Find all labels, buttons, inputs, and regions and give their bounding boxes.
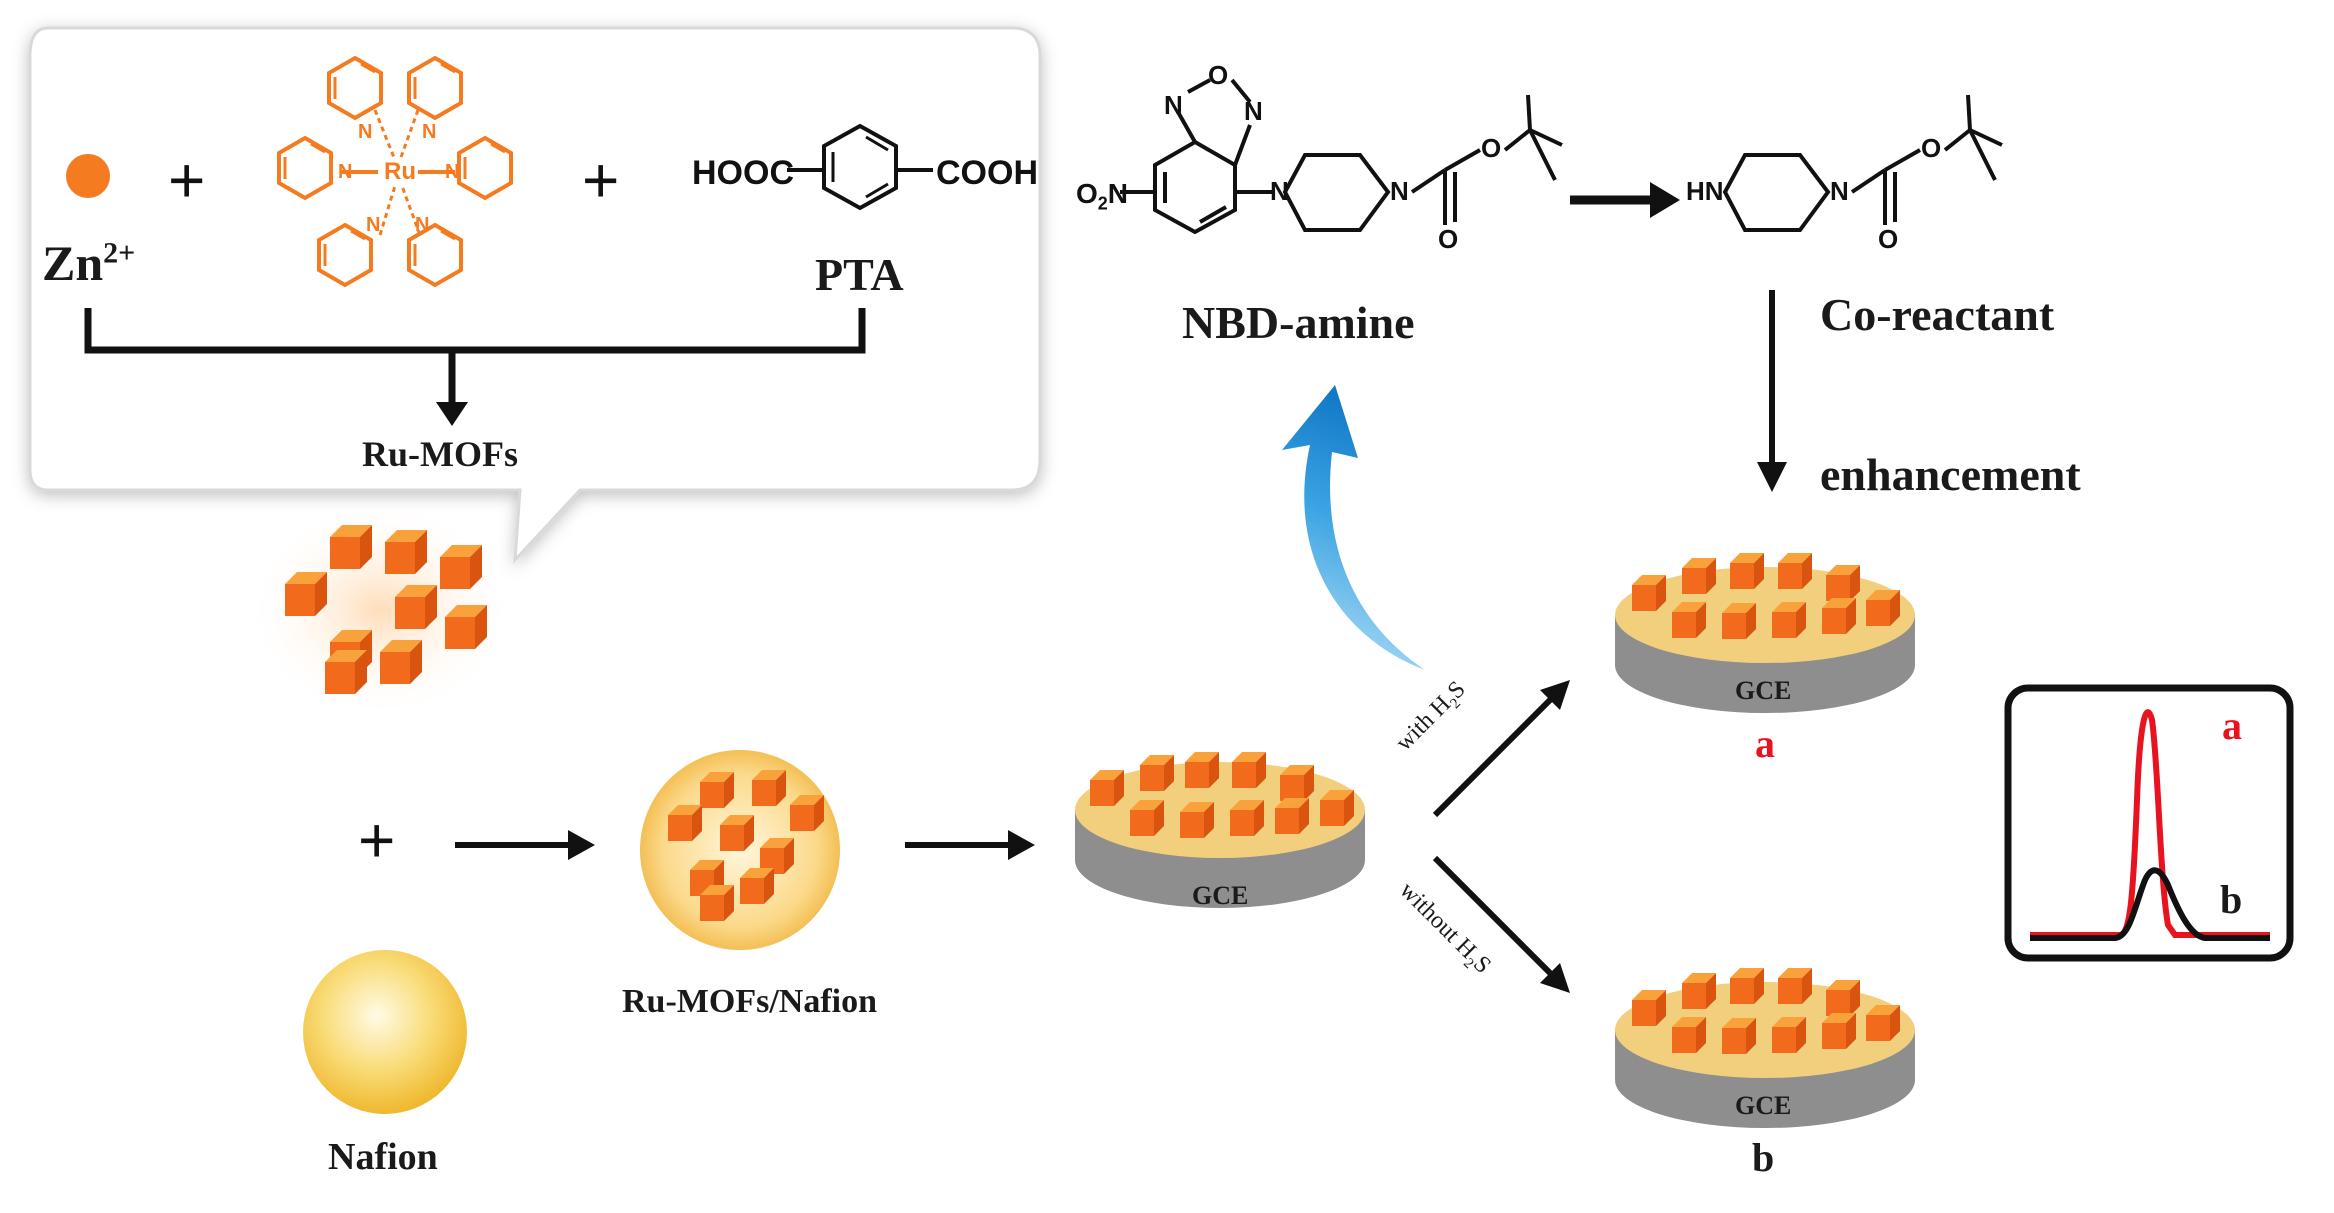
cooh-label: COOH <box>936 154 1038 192</box>
ecl-signal-inset <box>2004 684 2294 962</box>
n-atom-label-5: N <box>366 214 381 236</box>
ru-mofs-nafion-composite <box>640 750 840 950</box>
piperazine-n2-label: N <box>1390 176 1409 206</box>
coreactant-structure <box>1722 94 2003 232</box>
coreactant-label: Co-reactant <box>1820 289 2055 340</box>
oxadiazole-n-right: N <box>1244 96 1263 126</box>
plus-sign-2: + <box>582 144 620 216</box>
carbamate-o1-label: O <box>1481 133 1502 163</box>
gce-label-b: GCE <box>1735 1091 1792 1120</box>
n-atom-label-4: N <box>445 161 460 183</box>
oxadiazole-n-left: N <box>1164 90 1183 120</box>
cleavage-arrow <box>1570 182 1680 218</box>
mixing-arrow <box>455 830 595 860</box>
modified-electrode-center <box>1075 752 1365 908</box>
ru-mofs-cluster <box>245 500 515 720</box>
n-atom-label-2: N <box>422 121 437 143</box>
n-atom-label-3: N <box>338 161 353 183</box>
signal-curve-a <box>2030 709 2270 938</box>
coreactant-o2-label: O <box>1878 224 1899 254</box>
plus-sign-3: + <box>358 804 396 876</box>
nafion-label: Nafion <box>328 1136 438 1178</box>
electrode-b <box>1615 968 1915 1128</box>
zinc-ion-label: Zn2+ <box>42 235 136 291</box>
signal-curve-b <box>2030 867 2270 941</box>
piperazine-n1-label: N <box>1270 176 1289 206</box>
enhancement-arrow <box>1757 290 1787 492</box>
nafion-sphere <box>303 950 467 1114</box>
casting-arrow <box>905 830 1035 860</box>
electrode-a-label: a <box>1755 721 1775 766</box>
nbd-amine-structure <box>1120 78 1563 235</box>
composite-label: Ru-MOFs/Nafion <box>622 983 877 1020</box>
coreactant-o1-label: O <box>1921 133 1942 163</box>
nbd-amine-label: NBD-amine <box>1182 297 1415 348</box>
ru-mofs-label: Ru-MOFs <box>362 434 518 474</box>
electrode-a <box>1615 553 1915 713</box>
inset-label-b: b <box>2220 877 2243 922</box>
oxadiazole-o-label: O <box>1208 60 1229 90</box>
carbamate-o2-label: O <box>1438 224 1459 254</box>
synthesis-bracket <box>84 308 866 408</box>
n-atom-label-6: N <box>415 214 430 236</box>
bracket-arrowhead <box>436 402 468 426</box>
inset-label-a: a <box>2222 703 2242 748</box>
nitro-group-label: O2N <box>1076 178 1129 214</box>
gce-label-center: GCE <box>1192 881 1249 910</box>
terephthalic-acid-ring <box>787 123 933 211</box>
without-h2s-arrow <box>1432 855 1570 993</box>
hooc-label: HOOC <box>692 154 794 192</box>
plus-sign-1: + <box>168 144 206 216</box>
electrode-b-label: b <box>1752 1135 1775 1180</box>
n-atom-label-1: N <box>358 121 373 143</box>
blue-curved-arrow <box>1282 385 1425 670</box>
coreactant-n-label: N <box>1830 176 1849 206</box>
pta-label: PTA <box>815 249 904 300</box>
with-h2s-arrow <box>1432 680 1570 818</box>
ru-atom-label: Ru <box>384 158 416 185</box>
synthesis-panel <box>28 26 1042 565</box>
hn-label: HN <box>1686 176 1724 206</box>
gce-label-a: GCE <box>1735 676 1792 705</box>
enhancement-label: enhancement <box>1820 449 2081 500</box>
ru-bipyridine-complex <box>277 56 513 287</box>
zinc-ion-dot <box>66 154 110 198</box>
